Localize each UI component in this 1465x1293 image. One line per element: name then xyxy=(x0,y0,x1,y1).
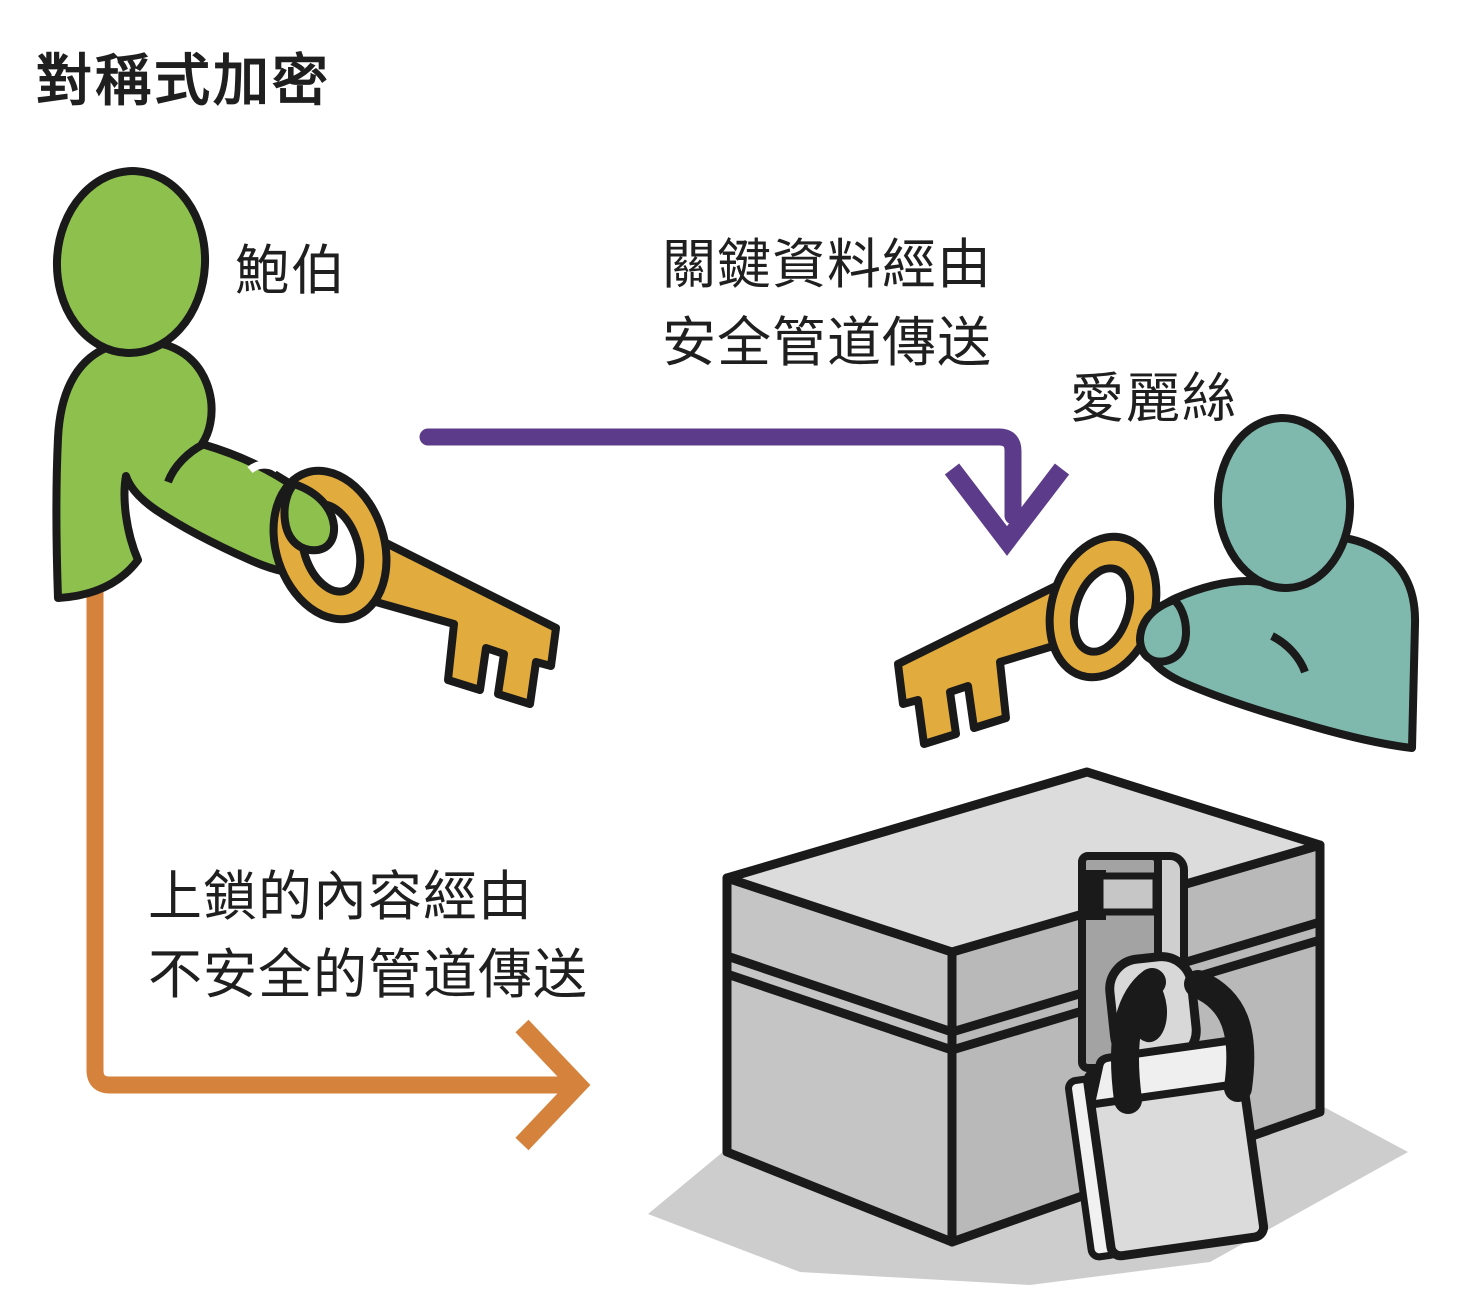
sender-head xyxy=(52,167,210,357)
receiver-hand xyxy=(1136,596,1190,666)
insecure-channel-caption: 上鎖的內容經由 不安全的管道傳送 xyxy=(148,858,588,1014)
arrow-shaft xyxy=(86,576,567,1094)
shackle-left-prong xyxy=(1111,968,1166,1114)
secure-arrow-icon xyxy=(419,428,1070,556)
chest-lid-seam-left xyxy=(725,951,954,1037)
sender-label: 鮑伯 xyxy=(235,241,347,301)
arrow-head xyxy=(515,1019,591,1151)
receiver-key-icon xyxy=(894,532,1190,748)
insecure-arrow-icon xyxy=(86,576,591,1151)
chest-lid-seam-left-lower xyxy=(725,969,954,1055)
padlock-icon xyxy=(1065,968,1269,1261)
key-shaft xyxy=(368,532,560,708)
sender-key-icon xyxy=(269,466,560,708)
secure-channel-caption-line1: 關鍵資料經由 xyxy=(662,235,992,295)
chest-lid-seam xyxy=(725,917,1322,1055)
secure-channel-caption-line2: 安全管道傳送 xyxy=(662,313,992,373)
padlock-shackle xyxy=(1111,968,1255,1114)
hasp-top-tab xyxy=(1096,872,1160,916)
diagram-title: 對稱式加密 xyxy=(36,49,331,112)
receiver-head xyxy=(1213,414,1355,592)
receiver-label: 愛麗絲 xyxy=(1070,369,1238,429)
insecure-channel-caption-line1: 上鎖的內容經由 xyxy=(148,867,533,927)
key-bow-hole xyxy=(1069,564,1135,656)
chest-top xyxy=(722,767,1325,957)
shackle-right-prong xyxy=(1184,970,1255,1102)
receiver-figure xyxy=(1141,414,1420,752)
key-shaft xyxy=(894,582,1064,748)
arrow-shaft xyxy=(419,428,1022,525)
receiver-armpit-crease xyxy=(1270,632,1309,674)
sender-armpit-crease xyxy=(164,440,206,484)
locked-chest-icon xyxy=(648,767,1408,1285)
sender-hand xyxy=(280,480,339,555)
arrow-head xyxy=(944,463,1070,556)
sender-thumb-gap xyxy=(247,460,281,474)
secure-channel-caption: 關鍵資料經由 安全管道傳送 xyxy=(662,226,992,382)
insecure-channel-caption-line2: 不安全的管道傳送 xyxy=(148,945,588,1005)
